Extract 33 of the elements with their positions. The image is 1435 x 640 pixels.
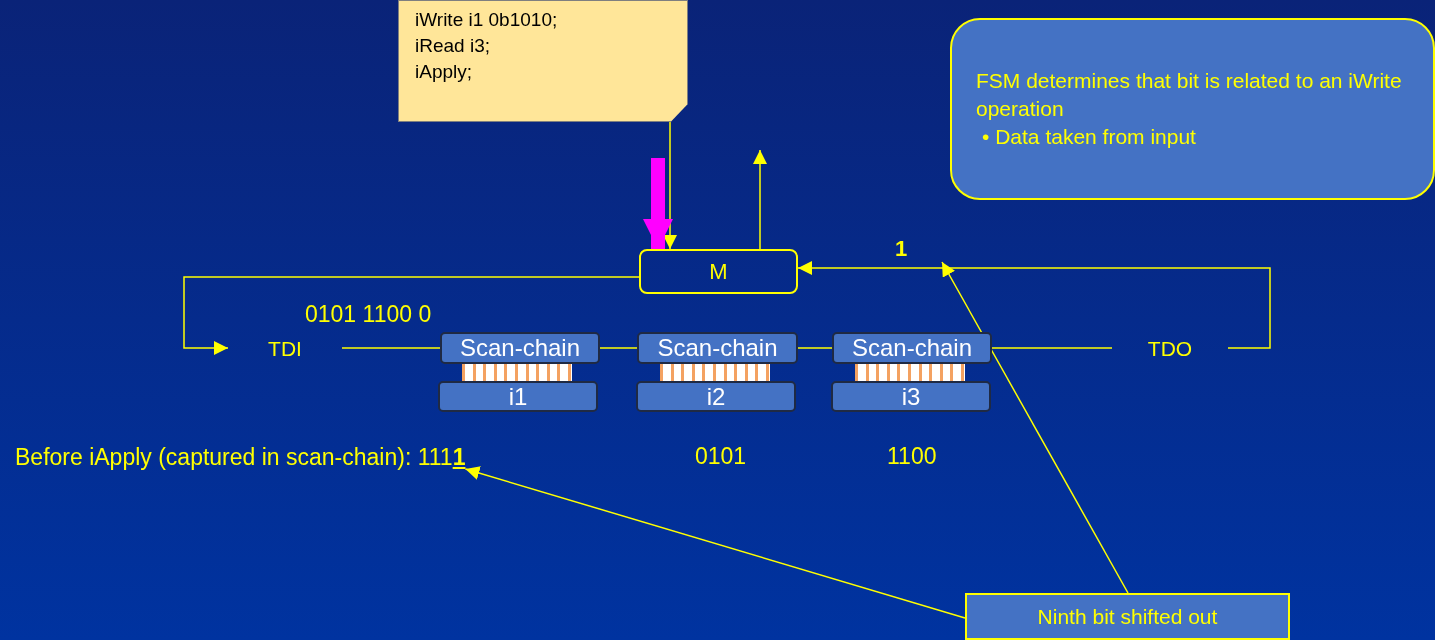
bit-value: 1 xyxy=(895,236,945,262)
code-line: iApply; xyxy=(415,60,473,84)
scan-chain-box: Scan-chain xyxy=(637,332,798,364)
signal-label: TDO xyxy=(1112,336,1228,362)
code-note xyxy=(398,0,688,122)
leader-line xyxy=(464,466,966,619)
block-arrow xyxy=(643,158,673,249)
bit-string: 0101 xyxy=(695,443,747,470)
scan-chain-box: Scan-chain xyxy=(440,332,600,364)
instrument-box: i2 xyxy=(636,381,796,412)
bullet-item: • Data taken from input xyxy=(982,124,1196,150)
callout-box xyxy=(950,18,1435,200)
arrow xyxy=(183,276,640,355)
connector-line xyxy=(599,347,638,349)
bit-string: 1100 xyxy=(887,443,937,470)
code-line: iWrite i1 0b1010; xyxy=(415,8,558,32)
connector-line xyxy=(797,347,833,349)
callout-text: FSM determines that bit is related to an iWrite operation xyxy=(976,68,1403,122)
scan-chain-box: Scan-chain xyxy=(832,332,992,364)
arrow xyxy=(753,149,767,250)
connector-line xyxy=(991,347,1113,349)
leader-line xyxy=(941,261,1129,594)
arrow xyxy=(663,121,677,250)
arrow xyxy=(797,261,1271,349)
code-line: iRead i3; xyxy=(415,34,490,58)
signal-label: TDI xyxy=(228,336,342,362)
instrument-box: i3 xyxy=(831,381,991,412)
connector-line xyxy=(341,347,441,349)
instrument-box: i1 xyxy=(438,381,598,412)
bit-string: 0101 1100 0 xyxy=(305,301,432,328)
module-box: M xyxy=(639,249,798,294)
callout-box: Ninth bit shifted out xyxy=(965,593,1290,640)
caption-text: Before iApply (captured in scan-chain): 1111 xyxy=(15,443,466,471)
